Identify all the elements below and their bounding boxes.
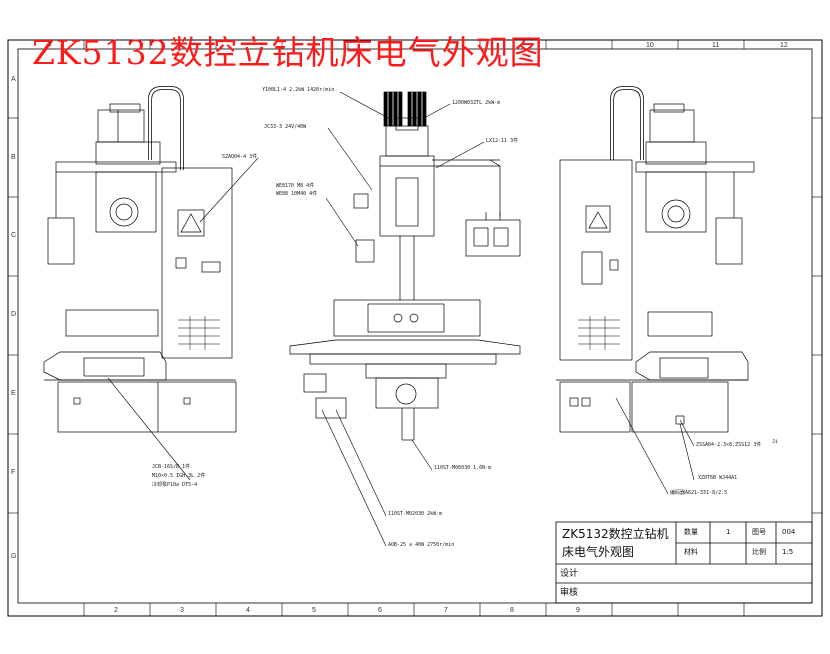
annotation-spindle-motor-r: 1200W03ZTL 2kW·m (452, 100, 501, 106)
annotation-part: WE88 10M40 4件 (276, 191, 318, 197)
drawing-no-value: 004 (782, 528, 796, 536)
col-label: 3 (180, 607, 184, 614)
annotation-left-base: M10×0.5 IGH-3L 2件 (152, 473, 206, 479)
annotation-servo: 110ST-M06030 1.6N·m (434, 465, 492, 471)
left-view (43, 86, 237, 433)
review-label: 审核 (560, 588, 579, 598)
col-label: 8 (510, 607, 514, 614)
annotation-left-base: JCB-16S/B 1件 (152, 464, 191, 470)
outer-frame (7, 39, 823, 617)
leader-lines (107, 91, 695, 547)
annotation-cable-right: 编码器A621-331-8/2.5 (670, 490, 728, 496)
annotation-pump-motor: AOB-25 ⊘ 40W 2750r/min (388, 542, 455, 548)
row-label: D (11, 311, 17, 318)
row-label: B (11, 154, 16, 161)
annotation-spindle-motor: Y100L1-4 2.2kW 1420r/min (262, 87, 335, 93)
center-view (289, 91, 521, 441)
col-label: 5 (312, 607, 316, 614)
annotation-mark: Ji (772, 439, 779, 445)
column-ticks (8, 40, 822, 616)
col-label: 9 (576, 607, 580, 614)
drawing-no-label: 图号 (752, 528, 766, 536)
annotation-part: WE8170 M8 4件 (276, 183, 315, 189)
annotation-servo: 110ST-M02030 2kW·m (388, 511, 443, 517)
row-label: F (11, 469, 16, 476)
scale-label: 比例 (752, 548, 766, 556)
scale-value: 1:5 (782, 548, 794, 556)
right-view (556, 86, 755, 433)
annotation-connector-right: ZSSA04-2.3×8,ZSS12 3件 (696, 442, 762, 448)
col-label: 7 (444, 607, 448, 614)
col-label: 4 (246, 607, 250, 614)
qty-label: 数量 (684, 528, 698, 536)
col-label: 1 (48, 41, 52, 48)
annotation-sensor: LX12-11 3件 (486, 138, 519, 144)
annotation-limit-right: XZ8T6B WJ44A1 (698, 475, 738, 481)
drawing-title: ZK5132数控立钻机床电气外观图 (32, 33, 544, 72)
col-label: 6 (378, 607, 382, 614)
title-block-name: ZK5132数控立钻机 (562, 527, 669, 541)
col-label: 12 (780, 42, 788, 49)
annotation-connector-left: SZAQ04-4 3件 (222, 154, 258, 160)
annotation-left-base: 冷却泵P10a DT5-4 (152, 482, 198, 488)
annotation-switch: JC33-3 24V/40W (264, 124, 307, 130)
col-label: 2 (114, 607, 118, 614)
row-label: A (11, 76, 16, 83)
material-label: 材料 (684, 548, 698, 556)
design-label: 设计 (560, 569, 579, 579)
qty-value: 1 (726, 528, 731, 536)
row-label: C (11, 232, 17, 239)
col-label: 11 (712, 42, 720, 49)
col-label: 10 (646, 42, 654, 49)
row-label: G (11, 553, 17, 560)
row-label: E (11, 390, 16, 397)
title-block-name: 床电气外观图 (562, 545, 635, 559)
title-block (555, 521, 813, 604)
inner-frame (17, 48, 813, 604)
